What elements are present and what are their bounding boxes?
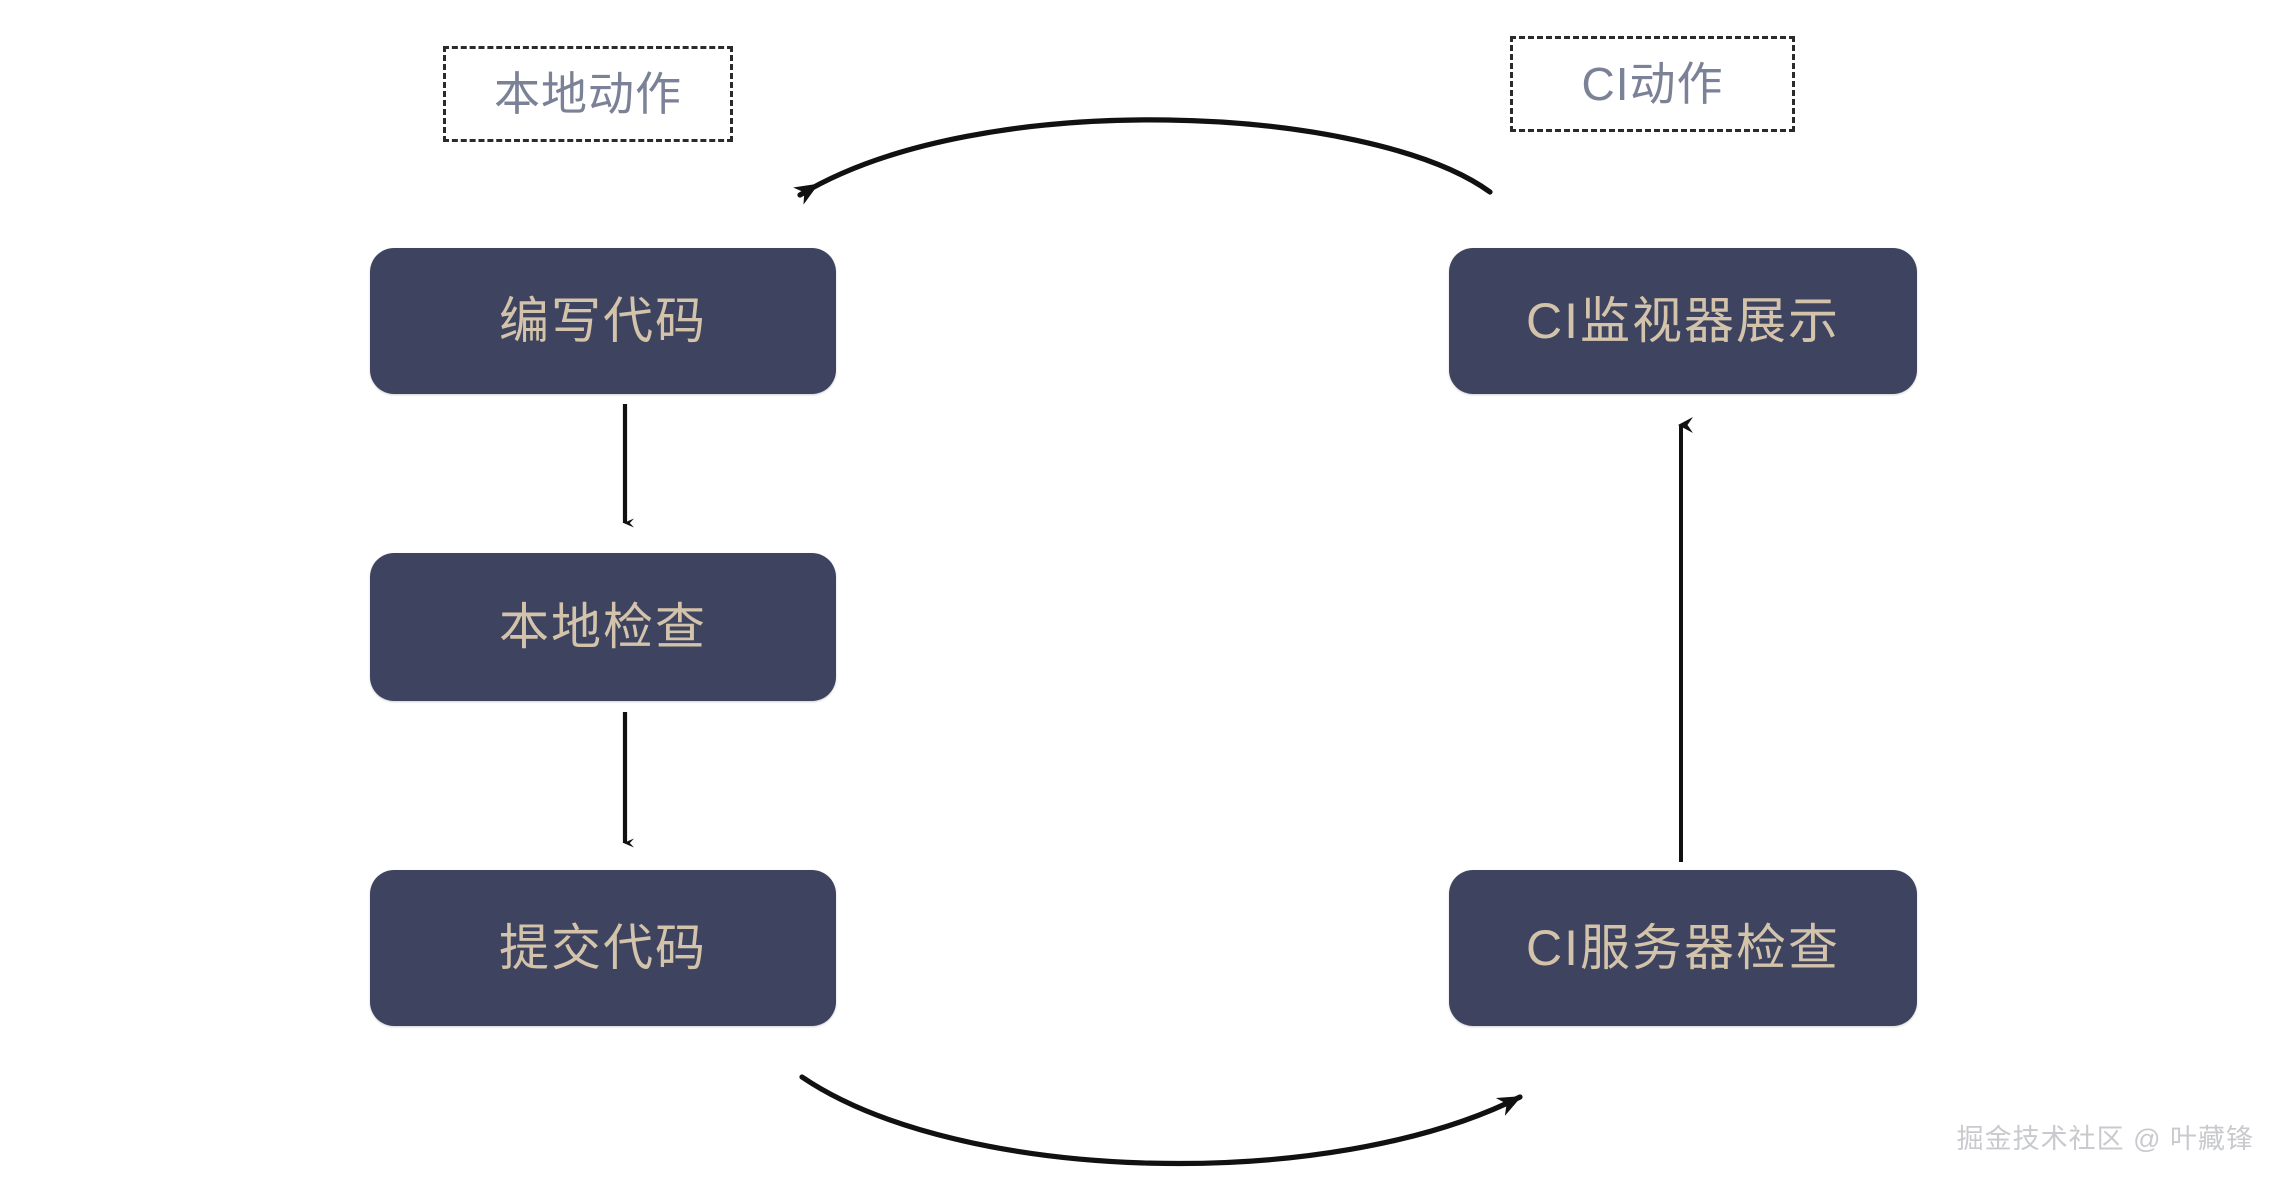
node-write-code-label: 编写代码: [499, 293, 707, 349]
group-label-ci: CI动作: [1510, 36, 1795, 132]
group-label-local-text: 本地动作: [494, 68, 682, 120]
connector-commit-code-to-ci-server-check: [799, 1074, 1523, 1167]
node-ci-server-check[interactable]: CI服务器检查: [1449, 870, 1917, 1026]
node-commit-code[interactable]: 提交代码: [370, 870, 836, 1026]
connector-ci-monitor-to-write-code: [793, 117, 1493, 205]
node-ci-monitor[interactable]: CI监视器展示: [1449, 248, 1917, 394]
group-label-ci-text: CI动作: [1581, 58, 1724, 110]
node-ci-monitor-label: CI监视器展示: [1526, 293, 1840, 349]
node-local-check-label: 本地检查: [499, 599, 707, 655]
node-local-check[interactable]: 本地检查: [370, 553, 836, 701]
node-ci-server-check-label: CI服务器检查: [1526, 920, 1840, 976]
watermark-text: 掘金技术社区 @ 叶藏锋: [1956, 1124, 2254, 1154]
group-label-local: 本地动作: [443, 46, 733, 142]
node-commit-code-label: 提交代码: [499, 920, 707, 976]
node-write-code[interactable]: 编写代码: [370, 248, 836, 394]
